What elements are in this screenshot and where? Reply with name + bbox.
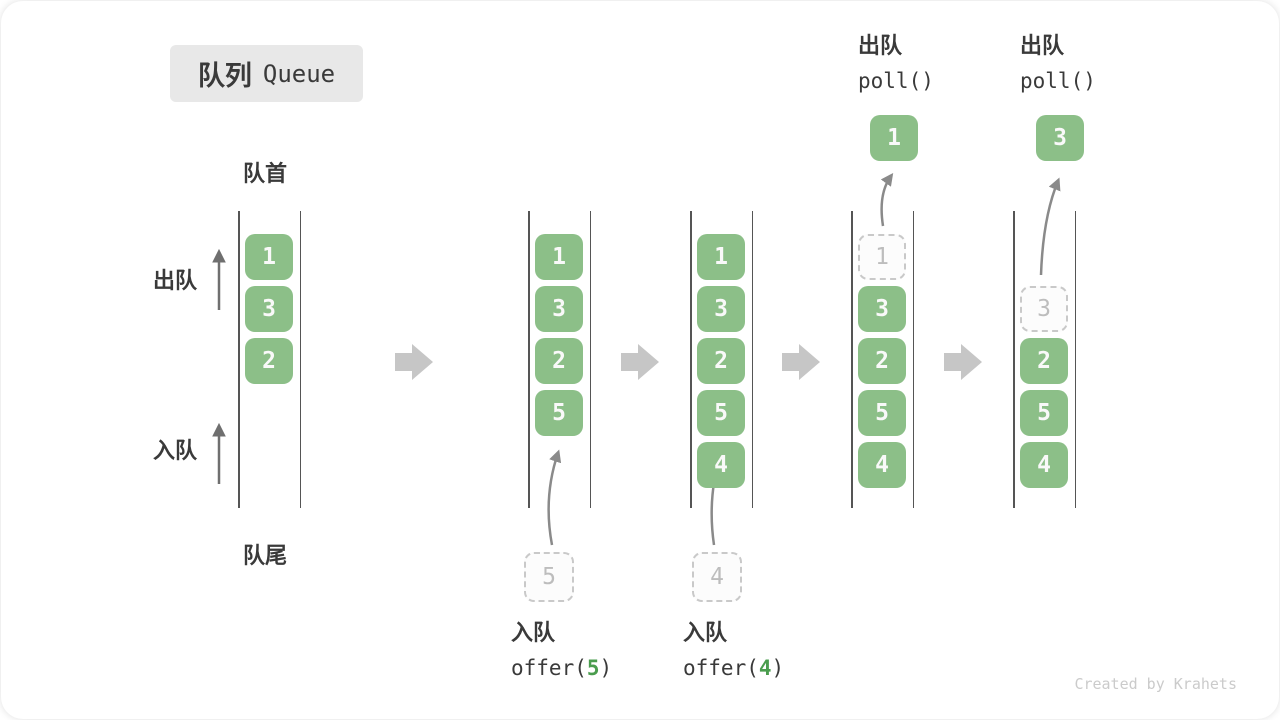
queue-cell: 5 xyxy=(697,390,745,436)
incoming-element: 4 xyxy=(692,552,742,602)
queue-wall xyxy=(1013,211,1015,508)
next-step-arrow-icon xyxy=(944,344,982,380)
op-name: 出队 xyxy=(1020,33,1065,58)
next-step-arrow-icon xyxy=(782,344,820,380)
queue-cell: 3 xyxy=(535,286,583,332)
op-code: poll() xyxy=(858,69,934,93)
queue-cell-removed: 1 xyxy=(858,234,906,280)
queue-cell: 5 xyxy=(1020,390,1068,436)
queue-cell-removed: 3 xyxy=(1020,286,1068,332)
dequeue-op-label-1: 出队 poll() xyxy=(858,28,934,93)
enqueue-op-label-2: 入队 offer(4) xyxy=(683,615,784,680)
queue-state-2: 1 3 2 5 xyxy=(528,211,591,508)
dequeue-op-label-2: 出队 poll() xyxy=(1020,28,1096,93)
op-name: 入队 xyxy=(511,620,556,645)
queue-cell: 2 xyxy=(535,338,583,384)
next-step-arrow-icon xyxy=(395,344,433,380)
queue-cell: 1 xyxy=(697,234,745,280)
op-code: poll() xyxy=(1020,69,1096,93)
code-text: ) xyxy=(599,656,613,680)
op-name: 出队 xyxy=(858,33,903,58)
queue-cell: 3 xyxy=(245,286,293,332)
queue-cell: 5 xyxy=(858,390,906,436)
queue-rear-label: 队尾 xyxy=(243,543,288,568)
queue-cell: 4 xyxy=(1020,442,1068,488)
queue-wall xyxy=(912,211,914,508)
queue-cell: 2 xyxy=(1020,338,1068,384)
watermark: Created by Krahets xyxy=(1074,675,1237,693)
queue-cell: 2 xyxy=(697,338,745,384)
queue-state-4: 1 3 2 5 4 xyxy=(851,211,914,508)
op-code: offer(5) xyxy=(511,656,612,680)
ejected-element: 1 xyxy=(870,115,918,161)
queue-wall xyxy=(238,211,240,508)
queue-wall xyxy=(690,211,692,508)
queue-cell: 5 xyxy=(535,390,583,436)
code-text: offer( xyxy=(511,656,587,680)
queue-cell: 2 xyxy=(858,338,906,384)
queue-state-5: 3 2 5 4 xyxy=(1013,211,1076,508)
queue-wall xyxy=(589,211,591,508)
code-text: ) xyxy=(771,656,785,680)
queue-wall xyxy=(299,211,301,508)
enqueue-op-label-1: 入队 offer(5) xyxy=(511,615,612,680)
queue-cell: 3 xyxy=(858,286,906,332)
enqueue-side-label: 入队 xyxy=(153,438,198,463)
ejected-element: 3 xyxy=(1036,115,1084,161)
op-code: offer(4) xyxy=(683,656,784,680)
code-arg: 5 xyxy=(586,656,600,680)
queue-cell: 1 xyxy=(245,234,293,280)
incoming-element: 5 xyxy=(524,552,574,602)
queue-cell: 3 xyxy=(697,286,745,332)
queue-wall xyxy=(1074,211,1076,508)
queue-wall xyxy=(751,211,753,508)
op-name: 入队 xyxy=(683,620,728,645)
queue-cell: 1 xyxy=(535,234,583,280)
queue-state-3: 1 3 2 5 4 xyxy=(690,211,753,508)
dequeue-side-label: 出队 xyxy=(153,268,198,293)
queue-front-label: 队首 xyxy=(243,161,288,186)
code-text: offer( xyxy=(683,656,759,680)
title-zh: 队列 xyxy=(197,61,252,91)
code-arg: 4 xyxy=(758,656,772,680)
queue-state-1: 1 3 2 xyxy=(238,211,301,508)
title-badge: 队列 Queue xyxy=(170,45,363,102)
next-step-arrow-icon xyxy=(621,344,659,380)
title-en: Queue xyxy=(262,59,336,88)
queue-cell: 2 xyxy=(245,338,293,384)
queue-wall xyxy=(851,211,853,508)
queue-cell: 4 xyxy=(858,442,906,488)
queue-wall xyxy=(528,211,530,508)
queue-cell: 4 xyxy=(697,442,745,488)
